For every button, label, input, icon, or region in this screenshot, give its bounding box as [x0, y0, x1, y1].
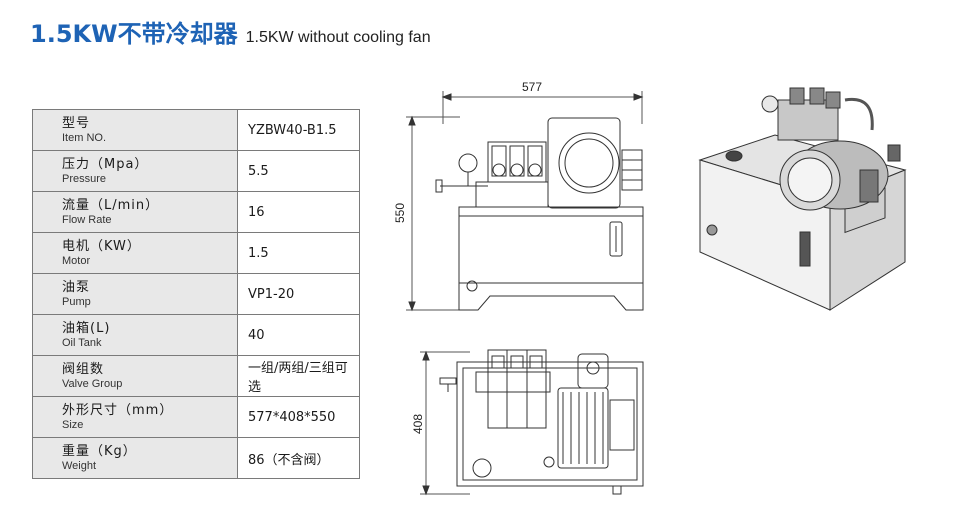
spec-label-cell: 外形尺寸（mm）Size [32, 396, 238, 438]
spec-label-cell: 流量（L/min）Flow Rate [32, 191, 238, 233]
spec-label-chinese: 重量（Kg） [62, 443, 137, 459]
spec-value-cell: 1.5 [237, 232, 360, 274]
spec-label-english: Valve Group [62, 377, 123, 390]
top-view-drawing [420, 349, 644, 496]
spec-label-english: Oil Tank [62, 336, 102, 349]
depth-dimension-label: 408 [411, 414, 425, 434]
spec-label-chinese: 压力（Mpa） [62, 156, 149, 172]
spec-label-english: Motor [62, 254, 91, 267]
spec-value-cell: 5.5 [237, 150, 360, 192]
spec-label-chinese: 型号 [62, 115, 91, 131]
spec-label-english: Pressure [62, 172, 107, 185]
page-title: 1.5KW不带冷却器 1.5KW without cooling fan [30, 14, 431, 49]
spec-value-cell: 40 [237, 314, 360, 356]
spec-label-cell: 电机（KW）Motor [32, 232, 238, 274]
spec-label-chinese: 流量（L/min） [62, 197, 160, 213]
spec-label-chinese: 阀组数 [62, 361, 105, 377]
spec-value-cell: 86（不含阀） [237, 437, 360, 479]
spec-label-english: Item NO. [62, 131, 107, 144]
title-english: 1.5KW without cooling fan [245, 29, 431, 46]
spec-label-english: Weight [62, 459, 97, 472]
spec-label-cell: 重量（Kg）Weight [32, 437, 238, 479]
spec-value-cell: 一组/两组/三组可选 [237, 355, 360, 397]
spec-label-cell: 压力（Mpa）Pressure [32, 150, 238, 192]
spec-label-english: Flow Rate [62, 213, 112, 226]
spec-label-chinese: 外形尺寸（mm） [62, 402, 174, 418]
spec-label-chinese: 电机（KW） [62, 238, 141, 254]
spec-label-english: Size [62, 418, 84, 431]
spec-label-chinese: 油泵 [62, 279, 91, 295]
spec-label-english: Pump [62, 295, 91, 308]
spec-value-cell: YZBW40-B1.5 [237, 109, 360, 151]
spec-label-cell: 油箱(L)Oil Tank [32, 314, 238, 356]
height-dimension-label: 550 [393, 203, 407, 223]
front-view-drawing [406, 91, 644, 312]
spec-label-chinese: 油箱(L) [62, 320, 111, 336]
isometric-view-drawing [698, 87, 907, 311]
width-dimension-label: 577 [522, 80, 542, 94]
title-chinese: 1.5KW不带冷却器 [30, 20, 238, 48]
